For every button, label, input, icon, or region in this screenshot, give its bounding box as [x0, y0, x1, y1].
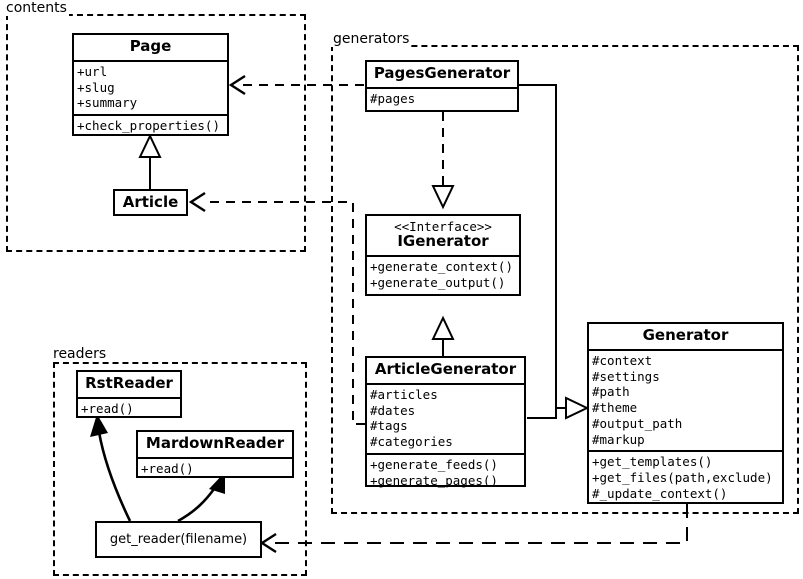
class-rst-reader-title: RstReader — [85, 374, 173, 392]
class-article-title: Article — [122, 192, 179, 211]
edge-pagesgenerator-uses-page — [228, 74, 364, 96]
attribute: #markup — [592, 431, 645, 447]
class-page-attributes: +url +slug +summary — [74, 59, 227, 114]
package-contents — [6, 14, 306, 252]
method: +read() — [141, 460, 194, 476]
edge-pagesgenerator-realizes-igenerator — [431, 112, 455, 210]
attribute: #theme — [592, 400, 638, 415]
edge-article-inherits-page — [138, 133, 162, 189]
attribute: #pages — [370, 90, 416, 106]
attribute: +url — [77, 63, 108, 79]
class-pages-generator[interactable]: PagesGenerator #pages — [365, 60, 519, 112]
package-generators — [331, 45, 799, 514]
method: +generate_pages() — [370, 472, 498, 488]
class-mardown-reader-title: MardownReader — [145, 434, 285, 452]
edge-articlegenerator-inherits-igenerator — [431, 315, 455, 356]
class-mardown-reader-methods: +read() — [138, 456, 292, 480]
edge-pagesgenerator-inherits-generator — [519, 84, 557, 408]
attribute: #articles — [370, 386, 438, 402]
attribute: #path — [592, 384, 630, 400]
class-pages-generator-title: PagesGenerator — [373, 64, 511, 82]
class-article-generator[interactable]: ArticleGenerator #articles #dates #tags … — [365, 356, 526, 488]
method: #_update_context() — [592, 485, 728, 501]
class-page-title: Page — [129, 37, 172, 55]
function-get-reader[interactable]: get_reader(filename) — [95, 521, 262, 558]
class-article-generator-methods: +generate_feeds() +generate_pages() — [367, 452, 524, 492]
class-mardown-reader[interactable]: MardownReader +read() — [136, 430, 294, 478]
attribute: #output_path — [592, 415, 683, 431]
attribute: #settings — [592, 368, 660, 384]
class-rst-reader-methods: +read() — [78, 396, 180, 420]
method: +generate_output() — [370, 274, 506, 290]
class-igenerator[interactable]: <<Interface>> IGenerator +generate_conte… — [365, 214, 521, 296]
method: +get_templates() — [592, 454, 713, 470]
class-igenerator-name: IGenerator — [397, 232, 489, 251]
class-generator-methods: +get_templates() +get_files(path,exclude… — [589, 450, 782, 504]
attribute: #categories — [370, 434, 453, 449]
edge-articlegenerator-inherits-generator — [527, 396, 590, 420]
edge-get-reader-creates-rstreader — [90, 414, 132, 522]
class-page-methods: +check_properties() — [74, 114, 227, 137]
class-generator-title: Generator — [642, 326, 729, 344]
package-contents-label: contents — [4, 0, 69, 16]
class-igenerator-title: <<Interface>> IGenerator — [367, 216, 519, 255]
edge-generator-uses-get-reader — [259, 504, 688, 554]
class-generator[interactable]: Generator #context #settings #path #them… — [587, 322, 784, 504]
class-rst-reader[interactable]: RstReader +read() — [76, 370, 182, 418]
attribute: #tags — [370, 418, 408, 434]
class-page[interactable]: Page +url +slug +summary +check_properti… — [72, 33, 229, 136]
function-get-reader-label: get_reader(filename) — [109, 532, 248, 547]
attribute: #context — [592, 352, 653, 368]
class-article-generator-attributes: #articles #dates #tags #categories — [367, 382, 524, 453]
method: +check_properties() — [77, 118, 220, 133]
class-igenerator-methods: +generate_context() +generate_output() — [367, 254, 519, 294]
package-readers — [53, 362, 307, 576]
attribute: +summary — [77, 95, 138, 111]
package-readers-label: readers — [51, 346, 109, 362]
class-article[interactable]: Article — [113, 189, 188, 216]
class-article-generator-title: ArticleGenerator — [374, 360, 517, 378]
method: +get_files(path,exclude) — [592, 470, 773, 485]
edge-articlegenerator-uses-article — [188, 191, 365, 425]
class-generator-attributes: #context #settings #path #theme #output_… — [589, 348, 782, 451]
method: +generate_context() — [370, 258, 513, 274]
class-pages-generator-attributes: #pages — [367, 86, 517, 110]
package-generators-label: generators — [331, 31, 412, 47]
class-igenerator-stereotype: <<Interface>> — [394, 219, 492, 234]
attribute: #dates — [370, 402, 416, 418]
attribute: +slug — [77, 79, 115, 95]
method: +generate_feeds() — [370, 456, 498, 472]
method: +read() — [81, 400, 134, 416]
